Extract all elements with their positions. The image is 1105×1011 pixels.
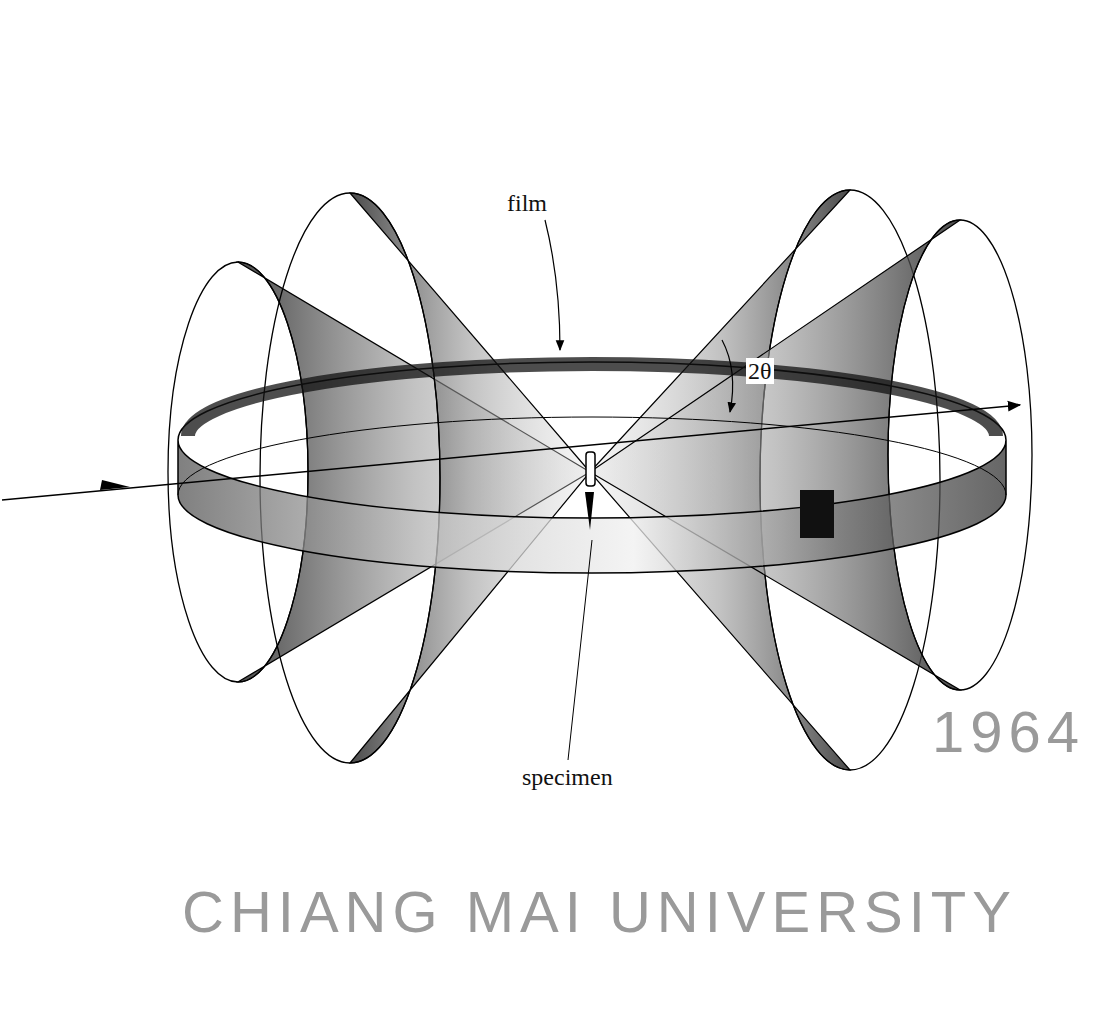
- beam-and-leaders: [2, 220, 1020, 760]
- beam-arrow: [100, 480, 130, 490]
- angle-arc: [722, 340, 733, 412]
- part-label: specimen: [520, 764, 615, 790]
- specimen-rod: [586, 452, 595, 486]
- cone-rim: [888, 220, 1032, 690]
- film-front: [178, 440, 1006, 573]
- watermark: 1964: [930, 700, 1087, 764]
- cone-surface: [590, 220, 960, 690]
- x-ray-beam: [2, 405, 1020, 500]
- film-gap: [800, 490, 834, 538]
- specimen-leader: [568, 540, 592, 760]
- angle-label: 2θ: [746, 358, 774, 384]
- specimen-mount: [585, 492, 594, 530]
- film-back-inside: [188, 364, 996, 436]
- film-leader: [545, 220, 560, 350]
- film-bottom-edge: [178, 417, 1006, 495]
- film-top-edge: [178, 362, 1006, 440]
- cone-surface: [350, 193, 590, 763]
- watermark: CHIANG MAI UNIVERSITY: [180, 880, 1019, 944]
- cone-rim: [260, 193, 440, 763]
- diffraction-cones: [168, 190, 1032, 770]
- part-label: film: [505, 190, 549, 216]
